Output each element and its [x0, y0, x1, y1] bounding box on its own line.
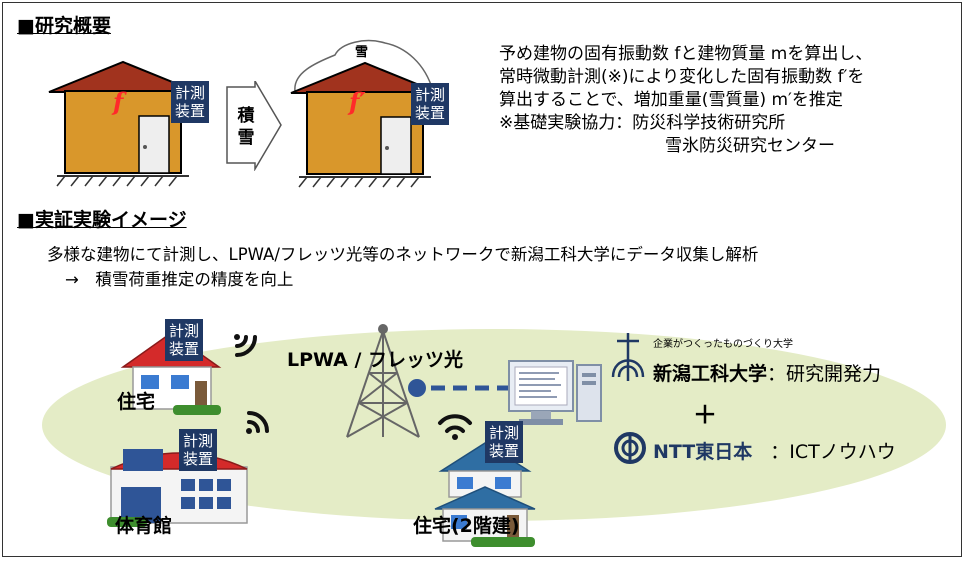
badge-line: 計測 [175, 84, 206, 102]
badge-line: 装置 [489, 442, 520, 460]
snowfall-arrow-label: 積 雪 [231, 105, 261, 149]
snow-mark: 雪 [355, 45, 369, 60]
ntt-role: ：ICTノウハウ [770, 441, 896, 463]
computer-icon [508, 360, 602, 425]
radio-tower-icon [346, 324, 420, 438]
badge-line: 装置 [183, 450, 214, 468]
device-badge-house: 計測 装置 [165, 319, 204, 361]
university-logo-icon [611, 333, 645, 381]
demo-description-line2: → 積雪荷重推定の精度を向上 [65, 270, 294, 289]
badge-line: 計測 [489, 424, 520, 442]
demo-description-line1: 多様な建物にて計測し、LPWA/フレッツ光等のネットワークで新潟工科大学にデータ… [47, 245, 759, 264]
description-line: ※基礎実験協力：防災科学技術研究所 [499, 113, 786, 133]
ntt-logo-icon [614, 432, 646, 464]
house-after-illustration [290, 39, 440, 188]
badge-line: 装置 [169, 340, 200, 358]
natural-frequency-f: f [113, 87, 124, 116]
badge-line: 装置 [175, 102, 206, 120]
device-badge-after: 計測 装置 [411, 83, 450, 125]
method-description: 予め建物の固有振動数 fと建物質量 mを算出し、 常時微動計測(※)により変化し… [499, 43, 872, 158]
badge-line: 計測 [169, 322, 200, 340]
plus-sign: ＋ [693, 401, 717, 429]
ntt-row: NTT東日本 ：ICTノウハウ [653, 437, 896, 464]
description-line: 雪氷防災研究センター [665, 136, 835, 156]
description-line: 算出することで、増加重量(雪質量) m′を推定 [499, 90, 843, 110]
gym-label: 体育館 [115, 515, 173, 537]
university-role: ：研究開発力 [767, 363, 882, 385]
university-tagline: 企業がつくったものづくり大学 [653, 339, 793, 350]
wireless-signal-icon [246, 411, 269, 434]
university-row: 新潟工科大学：研究開発力 [653, 359, 881, 386]
device-badge-before: 計測 装置 [171, 81, 210, 123]
snowfall-arrow [226, 81, 282, 171]
house-before-illustration [48, 60, 198, 187]
device-badge-house2: 計測 装置 [485, 421, 524, 463]
network-label: LPWA / フレッツ光 [287, 349, 464, 371]
description-line: 常時微動計測(※)により変化した固有振動数 f′を [499, 67, 865, 87]
badge-line: 計測 [183, 432, 214, 450]
wireless-signal-icon [438, 414, 472, 440]
section-demo-heading: ■実証実験イメージ [17, 209, 187, 231]
device-badge-gym: 計測 装置 [179, 429, 218, 471]
arrow-label-line: 積 [237, 106, 255, 126]
wireless-signal-icon [234, 334, 257, 357]
arrow-label-line: 雪 [237, 128, 255, 148]
natural-frequency-f-prime: f′ [349, 87, 366, 116]
badge-line: 計測 [415, 86, 446, 104]
house-label: 住宅 [117, 391, 156, 413]
ntt-name: NTT東日本 [653, 441, 753, 463]
badge-line: 装置 [415, 104, 446, 122]
university-name: 新潟工科大学 [653, 363, 768, 385]
section-research-heading: ■研究概要 [17, 15, 111, 37]
two-storey-house-label: 住宅(2階建) [413, 515, 520, 537]
description-line: 予め建物の固有振動数 fと建物質量 mを算出し、 [499, 44, 873, 64]
